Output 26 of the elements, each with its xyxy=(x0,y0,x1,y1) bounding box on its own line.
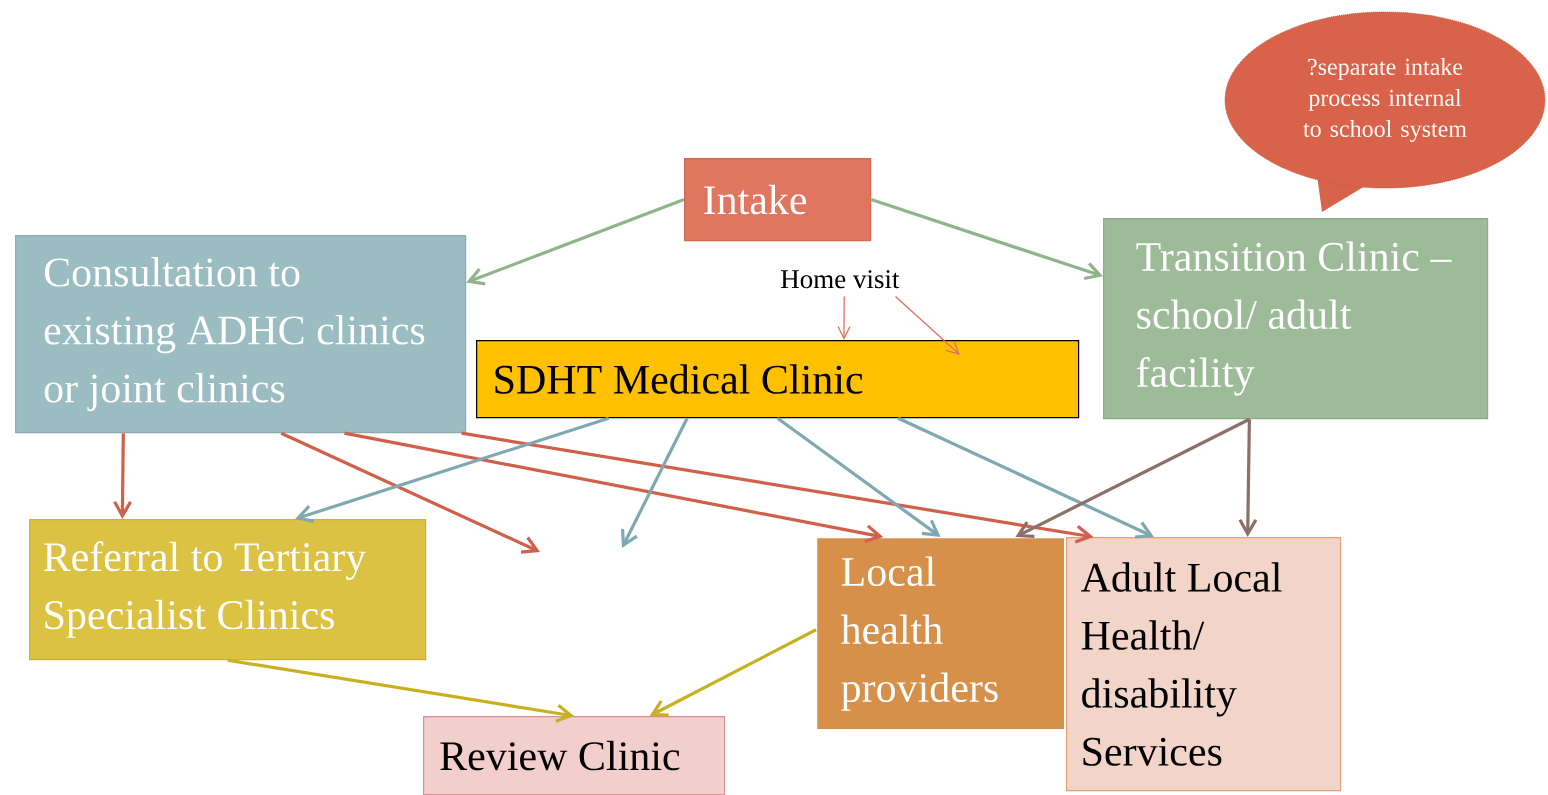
process-box: Adult Local Health/ disability Services xyxy=(1066,537,1342,792)
process-box: SDHT Medical Clinic xyxy=(476,340,1080,419)
arrow xyxy=(1015,417,1251,538)
arrow xyxy=(870,198,1103,281)
process-box: Transition Clinic – school/ adult facility xyxy=(1103,218,1489,420)
arrow xyxy=(227,658,575,723)
arrow xyxy=(837,295,851,340)
process-box: Consultation to existing ADHC clinics or joint clinics xyxy=(15,235,467,434)
arrow xyxy=(1238,419,1258,537)
note-text: Home visit xyxy=(781,270,900,289)
arrow xyxy=(344,431,884,544)
process-box: Review Clinic xyxy=(423,716,726,795)
arrow xyxy=(894,295,960,355)
arrow xyxy=(280,431,540,554)
arrow xyxy=(466,198,685,286)
arrow xyxy=(461,431,1094,544)
arrow xyxy=(621,417,689,548)
process-box: Local health providers xyxy=(816,537,1066,731)
arrow xyxy=(295,416,610,523)
speech-bubble: ?separate intake process internal to school system xyxy=(1224,11,1546,212)
process-box: Referral to Tertiary Specialist Clinics xyxy=(29,519,427,661)
arrow xyxy=(897,416,1155,539)
arrow xyxy=(113,433,132,519)
arrow xyxy=(649,628,817,717)
process-box: Intake xyxy=(684,158,872,242)
arrow xyxy=(776,416,941,537)
